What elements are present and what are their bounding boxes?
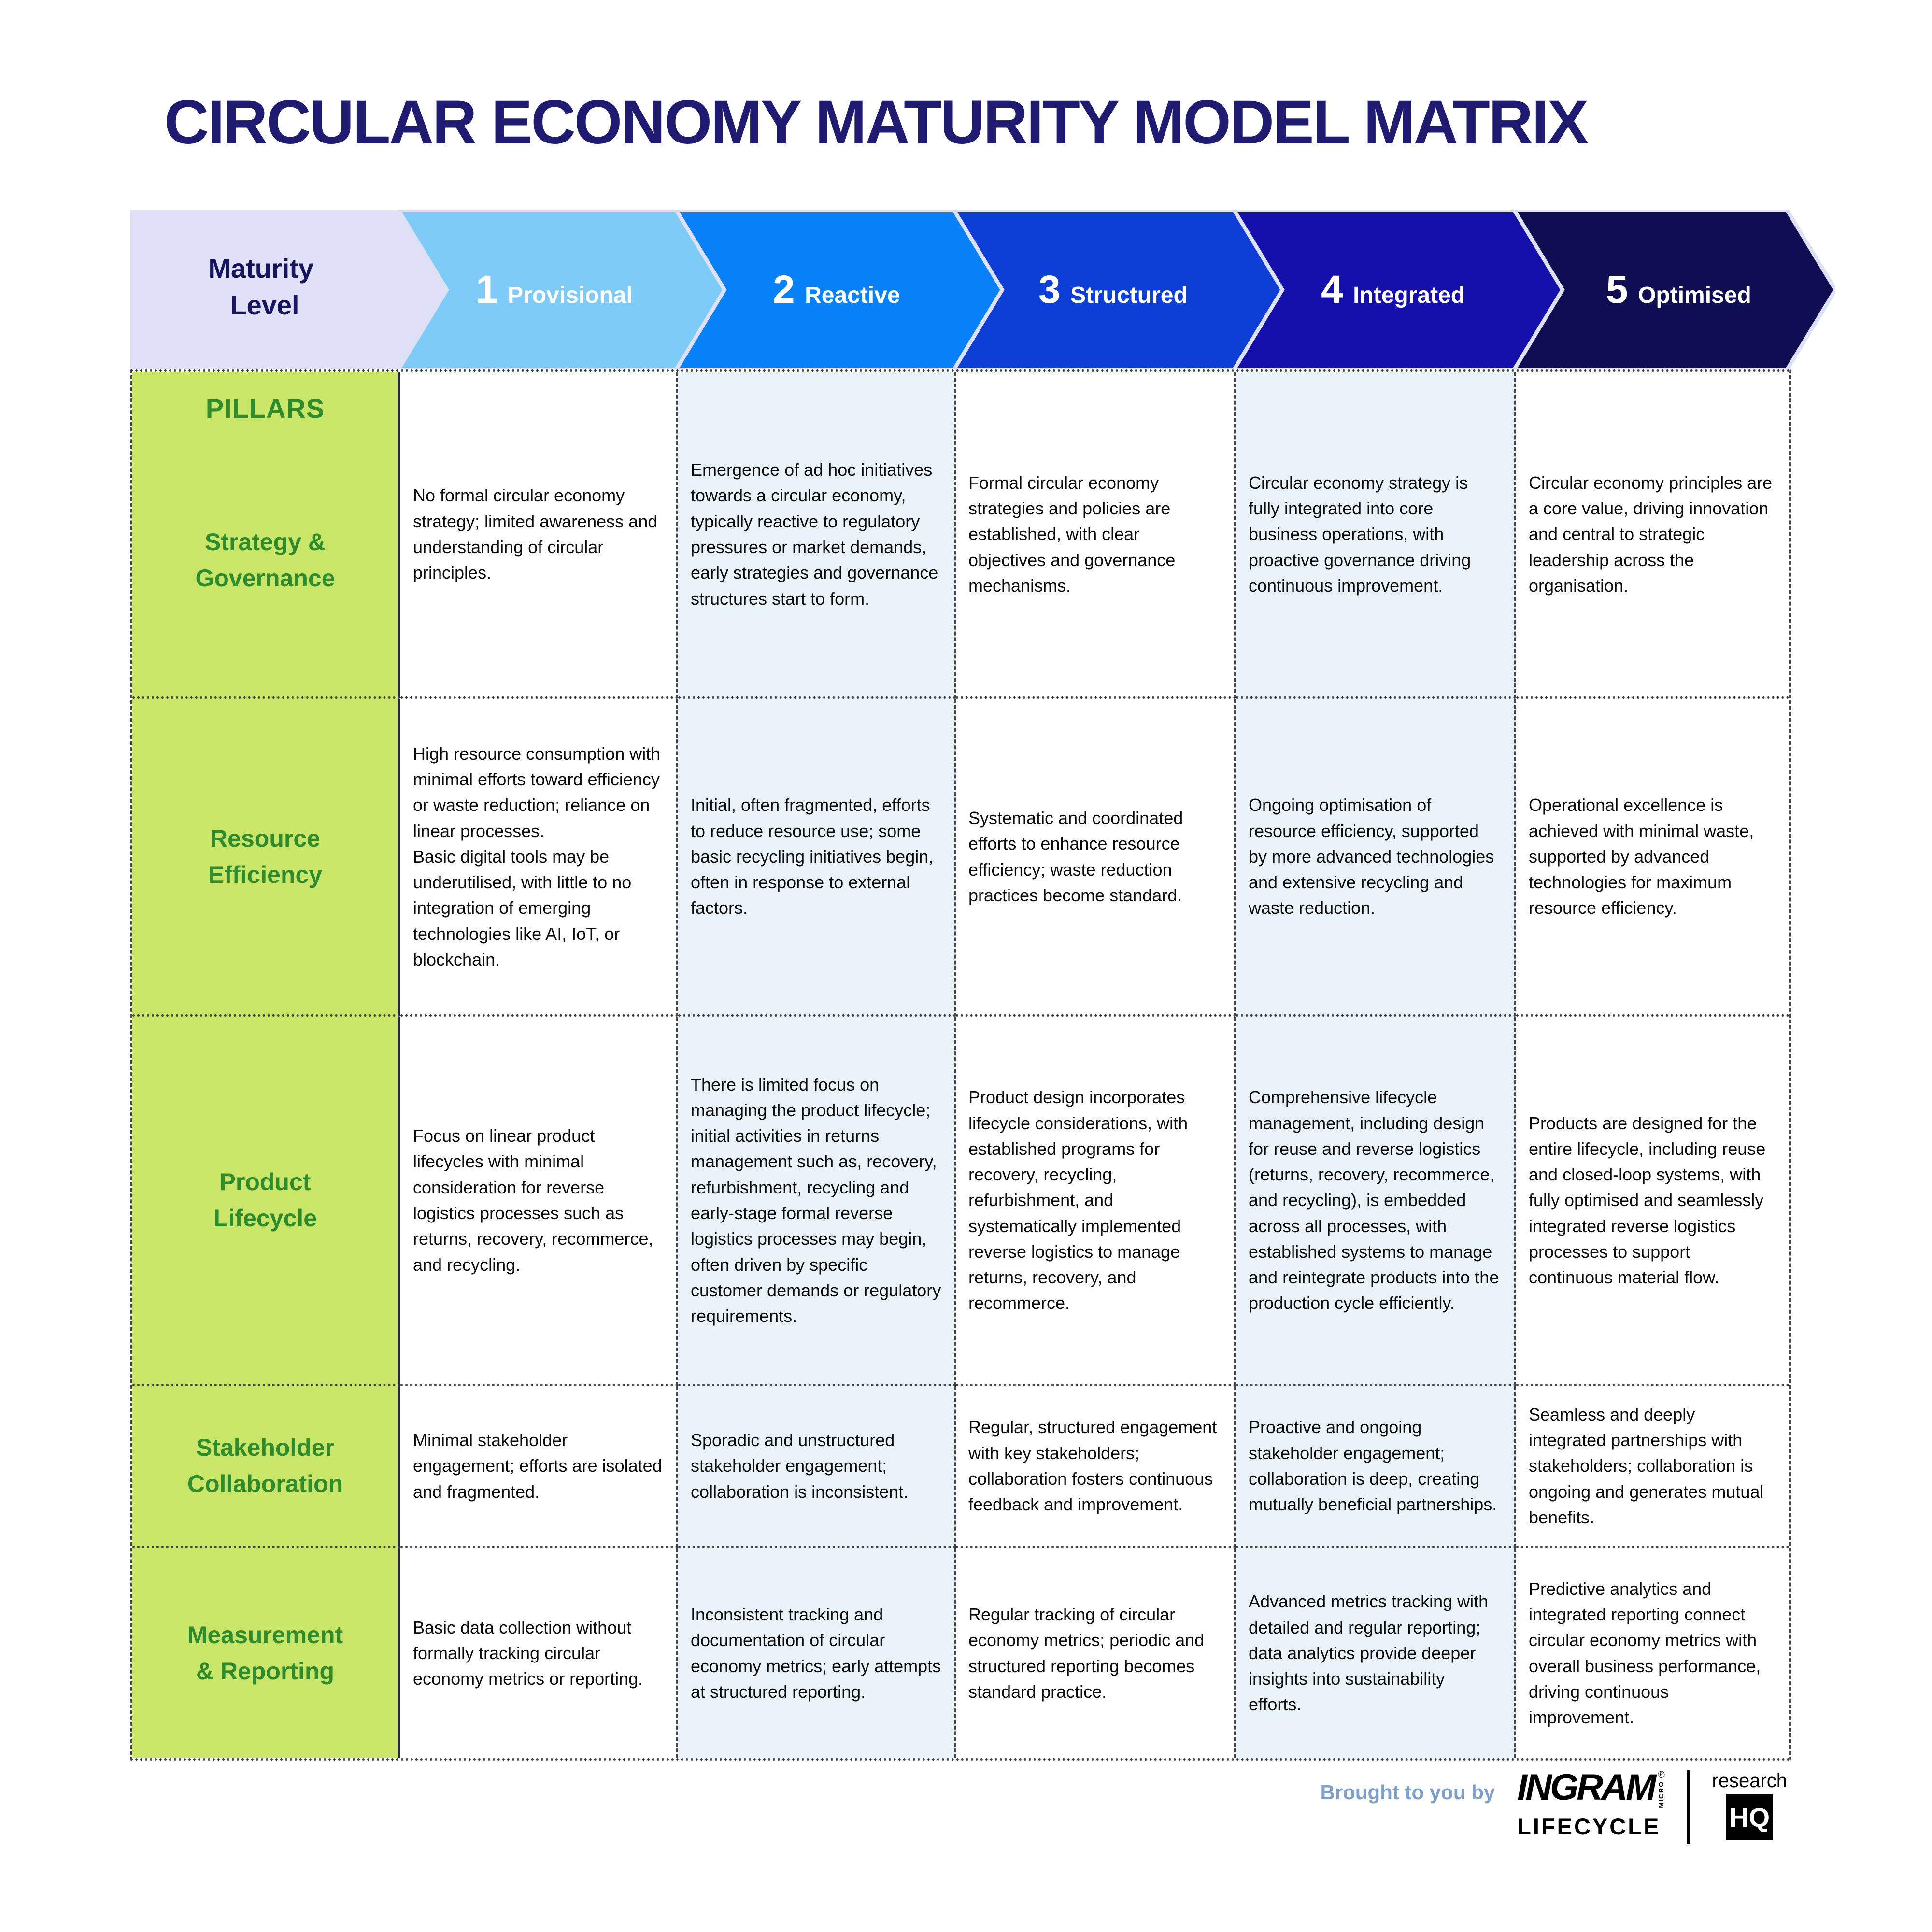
cell-lifecycle-level4: Comprehensive lifecycle management, incl… <box>1236 1017 1516 1386</box>
pillars-header: PILLARS <box>205 393 325 424</box>
page-title: CIRCULAR ECONOMY MATURITY MODEL MATRIX <box>164 88 1589 157</box>
level-2-label: 2 Reactive <box>773 268 900 312</box>
pillar-label: Product Lifecycle <box>213 1168 317 1232</box>
pillar-label: Resource Efficiency <box>208 824 323 888</box>
cell-strategy-level3: Formal circular economy strategies and p… <box>956 372 1236 699</box>
logo-divider <box>1687 1770 1690 1844</box>
brought-to-you-by-label: Brought to you by <box>1320 1781 1495 1804</box>
pillar-label: Strategy & Governance <box>195 528 335 592</box>
pillar-strategy-governance: PILLARS Strategy & Governance <box>132 372 400 699</box>
cell-resource-level1: High resource consumption with minimal e… <box>400 699 678 1017</box>
cell-resource-level3: Systematic and coordinated efforts to en… <box>956 699 1236 1017</box>
pillar-product-lifecycle: Product Lifecycle <box>132 1017 400 1386</box>
level-3-label: 3 Structured <box>1038 268 1188 312</box>
cell-resource-level2: Initial, often fragmented, efforts to re… <box>678 699 956 1017</box>
cell-stakeholder-level5: Seamless and deeply integrated partnersh… <box>1516 1386 1789 1548</box>
cell-measurement-level1: Basic data collection without formally t… <box>400 1548 678 1758</box>
pillar-label: Measurement & Reporting <box>187 1621 343 1685</box>
maturity-level-label: Maturity Level <box>208 253 321 320</box>
hq-box: HQ <box>1726 1794 1773 1840</box>
cell-strategy-level4: Circular economy strategy is fully integ… <box>1236 372 1516 699</box>
level-1-label: 1 Provisional <box>476 268 633 312</box>
cell-strategy-level2: Emergence of ad hoc initiatives towards … <box>678 372 956 699</box>
cell-measurement-level4: Advanced metrics tracking with detailed … <box>1236 1548 1516 1758</box>
research-hq-logo: research HQ <box>1712 1770 1787 1840</box>
cell-resource-level5: Operational excellence is achieved with … <box>1516 699 1789 1017</box>
cell-strategy-level1: No formal circular economy strategy; lim… <box>400 372 678 699</box>
lifecycle-wordmark: LIFECYCLE <box>1517 1813 1661 1839</box>
cell-stakeholder-level2: Sporadic and unstructured stakeholder en… <box>678 1386 956 1548</box>
maturity-level-box <box>130 210 449 369</box>
research-label: research <box>1712 1770 1787 1791</box>
footer: Brought to you by INGRAM ® MICRO LIFECYC… <box>1236 1767 1787 1844</box>
cell-lifecycle-level3: Product design incorporates lifecycle co… <box>956 1017 1236 1386</box>
cell-stakeholder-level4: Proactive and ongoing stakeholder engage… <box>1236 1386 1516 1548</box>
pillar-label: Stakeholder Collaboration <box>187 1434 343 1497</box>
cell-lifecycle-level2: There is limited focus on managing the p… <box>678 1017 956 1386</box>
ingram-micro-lifecycle-logo: INGRAM ® MICRO LIFECYCLE <box>1517 1767 1665 1840</box>
micro-vertical-label: MICRO <box>1657 1781 1665 1808</box>
cell-resource-level4: Ongoing optimisation of resource efficie… <box>1236 699 1516 1017</box>
cell-measurement-level2: Inconsistent tracking and documentation … <box>678 1548 956 1758</box>
pillar-measurement-reporting: Measurement & Reporting <box>132 1548 400 1758</box>
cell-lifecycle-level1: Focus on linear product lifecycles with … <box>400 1017 678 1386</box>
level-5-label: 5 Optimised <box>1606 268 1751 312</box>
ingram-wordmark: INGRAM <box>1517 1767 1656 1808</box>
maturity-level-header-band: Maturity Level 1 Provisional 2 Reactive … <box>130 210 1835 369</box>
level-4-label: 4 Integrated <box>1321 268 1465 312</box>
cell-stakeholder-level1: Minimal stakeholder engagement; efforts … <box>400 1386 678 1548</box>
registered-trademark-icon: ® <box>1658 1770 1665 1780</box>
cell-measurement-level3: Regular tracking of circular economy met… <box>956 1548 1236 1758</box>
cell-measurement-level5: Predictive analytics and integrated repo… <box>1529 1578 1761 1728</box>
cell-lifecycle-level5: Products are designed for the entire lif… <box>1516 1017 1789 1386</box>
pillar-resource-efficiency: Resource Efficiency <box>132 699 400 1017</box>
pillar-stakeholder-collaboration: Stakeholder Collaboration <box>132 1386 400 1548</box>
cell-strategy-level5: Circular economy principles are a core v… <box>1516 372 1789 699</box>
maturity-matrix-table: PILLARS Strategy & Governance No formal … <box>130 369 1791 1761</box>
cell-stakeholder-level3: Regular, structured engagement with key … <box>956 1386 1236 1548</box>
hq-label: HQ <box>1729 1802 1770 1833</box>
